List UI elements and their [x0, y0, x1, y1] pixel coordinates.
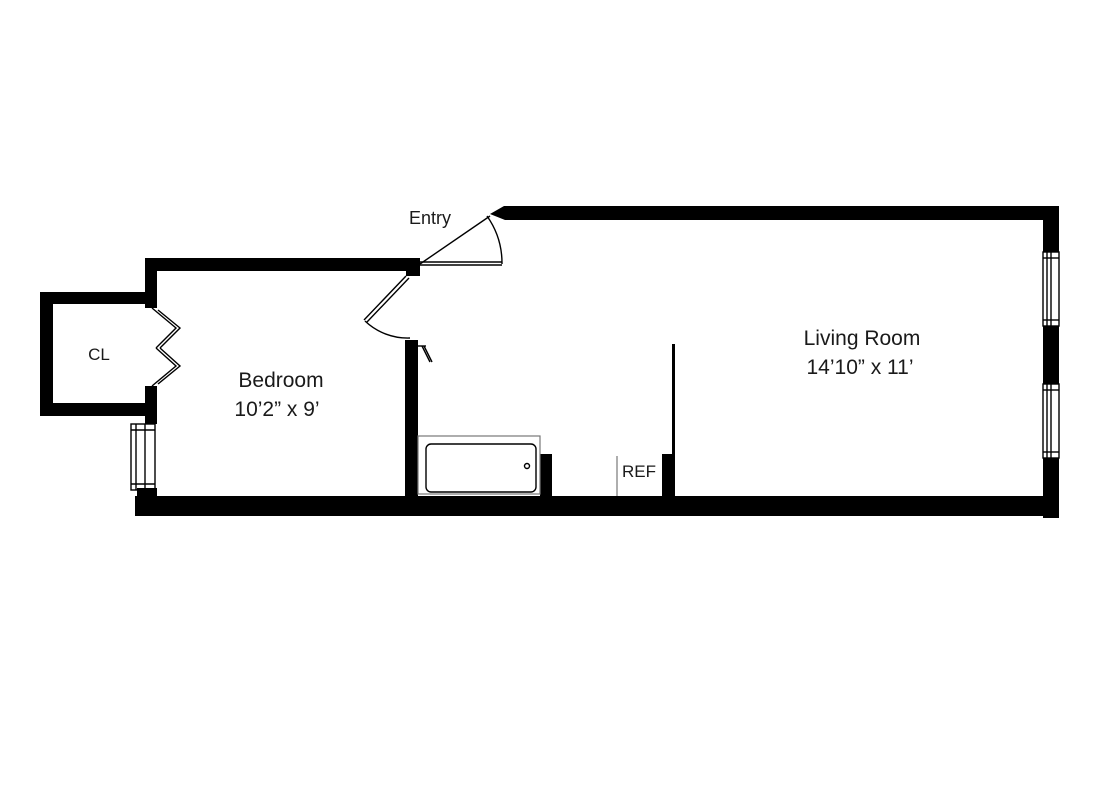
closet-label: CL — [88, 345, 110, 364]
kitchen-partition — [672, 344, 675, 456]
bathtub — [417, 435, 541, 495]
living-room-name-label: Living Room — [804, 327, 921, 350]
labels: Entry CL Bedroom 10’2” x 9’ Living Room … — [88, 208, 920, 481]
bath-door-mark — [418, 345, 433, 363]
fixtures — [417, 435, 618, 496]
living-top-wall — [490, 206, 1059, 220]
kitchen-stub-wall — [662, 454, 675, 510]
living-right-wall-top — [1043, 206, 1059, 252]
windows — [130, 251, 1060, 491]
closet-left-wall — [40, 292, 53, 416]
bath-stub-wall — [540, 454, 552, 510]
living-right-wall-mid — [1043, 326, 1059, 384]
window-living-upper — [1042, 251, 1060, 327]
window-bedroom — [130, 423, 156, 491]
entry-label: Entry — [409, 208, 451, 228]
bottom-wall — [135, 496, 1059, 516]
walls — [40, 206, 1059, 518]
closet-bottom-wall — [40, 403, 157, 416]
bedroom-top-wall — [145, 258, 420, 271]
entry-post — [406, 258, 420, 276]
bedroom-door — [363, 275, 411, 339]
bedroom-name-label: Bedroom — [238, 369, 323, 392]
closet-bifold-door — [151, 307, 182, 387]
window-living-lower — [1042, 383, 1060, 459]
bedroom-bath-wall — [405, 340, 418, 510]
bedroom-size-label: 10’2” x 9’ — [234, 398, 319, 421]
entry-door — [419, 215, 503, 266]
ref-label: REF — [622, 462, 656, 481]
closet-top-wall — [40, 292, 157, 304]
living-room-size-label: 14’10” x 11’ — [806, 356, 913, 379]
bedroom-left-wall-bottom — [137, 488, 157, 516]
doors — [151, 215, 503, 387]
